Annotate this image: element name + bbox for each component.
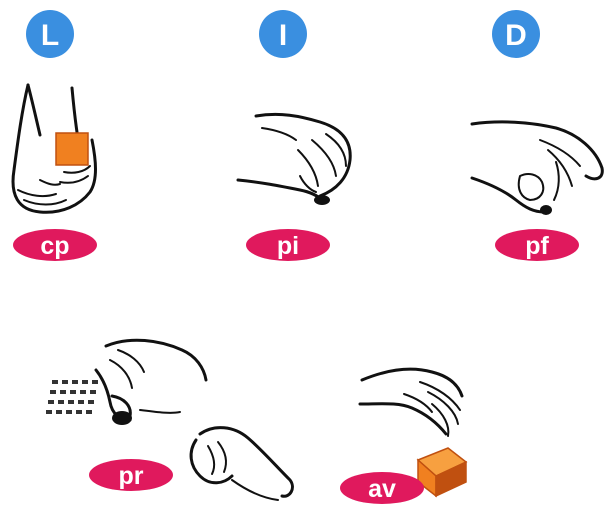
header-letter-I: I [279, 19, 287, 52]
cube-icon [56, 133, 88, 165]
grip-code-pr: pr [119, 462, 144, 490]
header-circle-D: D [492, 10, 540, 58]
header-letter-L: L [41, 19, 59, 52]
grip-code-pi: pi [277, 232, 299, 260]
hand-palm-grip-icon [13, 85, 95, 212]
hand-pinch-icon [238, 114, 350, 205]
hand-precision-icon [472, 122, 602, 215]
grip-code-pf: pf [525, 232, 549, 260]
hand-second-icon [191, 428, 292, 500]
grip-code-av: av [368, 475, 396, 503]
grip-code-cp: cp [40, 232, 69, 260]
grip-label-pr: pr [89, 459, 173, 491]
grip-label-pf: pf [495, 229, 579, 261]
keypad-icon [46, 380, 98, 414]
cube-icon [418, 448, 466, 496]
grip-label-av: av [340, 472, 424, 504]
header-circle-L: L [26, 10, 74, 58]
header-circle-I: I [259, 10, 307, 58]
hand-approach-icon [360, 369, 462, 436]
grip-label-pi: pi [246, 229, 330, 261]
header-letter-D: D [505, 19, 527, 52]
grip-label-cp: cp [13, 229, 97, 261]
hand-press-keys-icon [96, 340, 206, 425]
